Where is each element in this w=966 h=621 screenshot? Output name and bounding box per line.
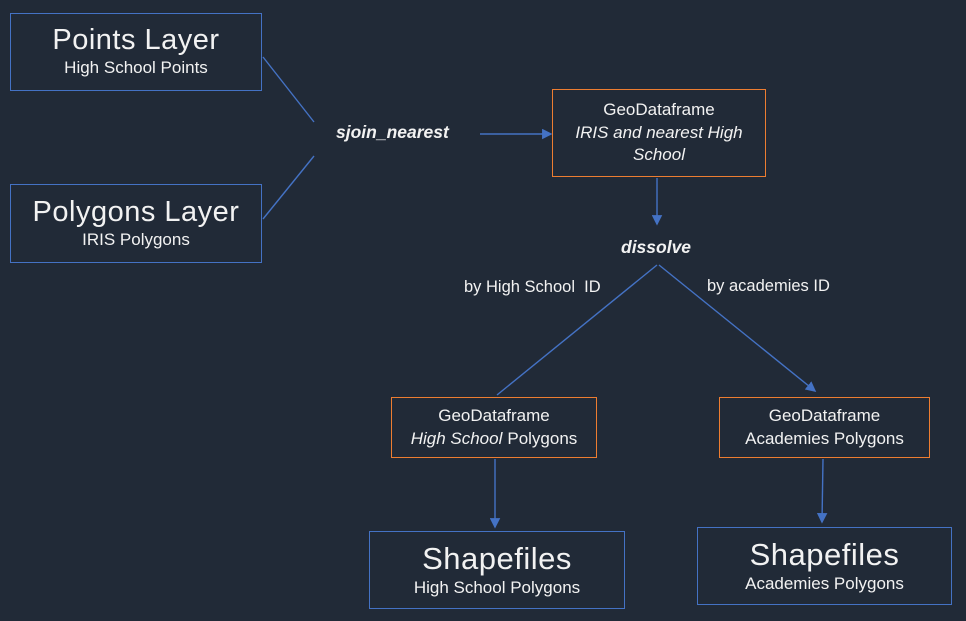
node-subtitle: IRIS and nearest High School xyxy=(575,122,743,165)
arrow-gdf-academies-to-shapefiles xyxy=(816,458,828,524)
node-subtitle: IRIS Polygons xyxy=(82,229,190,249)
node-title: Shapefiles xyxy=(422,540,572,576)
node-points-layer: Points Layer High School Points xyxy=(10,13,262,91)
node-gdf-iris: GeoDataframe IRIS and nearest High Schoo… xyxy=(552,89,766,177)
label-by-academies-id: by academies ID xyxy=(707,277,830,295)
label-sjoin-nearest: sjoin_nearest xyxy=(336,122,449,142)
node-gdf-academies: GeoDataframe Academies Polygons xyxy=(719,397,930,458)
node-shapefiles-high-school: Shapefiles High School Polygons xyxy=(369,531,625,609)
node-title: GeoDataframe xyxy=(768,406,881,426)
node-subtitle: Academies Polygons xyxy=(745,573,904,593)
node-subtitle-italic: High School xyxy=(410,428,503,448)
node-subtitle: High School Polygons xyxy=(413,577,581,597)
node-title: GeoDataframe xyxy=(603,100,715,120)
node-title: Polygons Layer xyxy=(32,195,240,228)
label-by-high-school-id: by High School ID xyxy=(464,278,601,296)
node-shapefiles-academies: Shapefiles Academies Polygons xyxy=(697,527,952,605)
line-dissolve-to-gdf-high-school xyxy=(496,264,658,396)
node-polygons-layer: Polygons Layer IRIS Polygons xyxy=(10,184,262,263)
label-dissolve: dissolve xyxy=(621,237,692,257)
arrow-dissolve-to-gdf-academies xyxy=(658,264,817,392)
node-title: Points Layer xyxy=(52,24,220,57)
node-title: GeoDataframe xyxy=(438,406,550,426)
line-polygons-to-sjoin xyxy=(262,155,315,220)
line-points-to-sjoin xyxy=(262,56,315,123)
node-subtitle-regular: Polygons xyxy=(507,428,578,448)
node-subtitle: Academies Polygons xyxy=(745,428,904,448)
node-gdf-high-school: GeoDataframe High School Polygons xyxy=(391,397,597,458)
node-title: Shapefiles xyxy=(749,536,900,572)
node-subtitle: High School Points xyxy=(64,58,208,78)
